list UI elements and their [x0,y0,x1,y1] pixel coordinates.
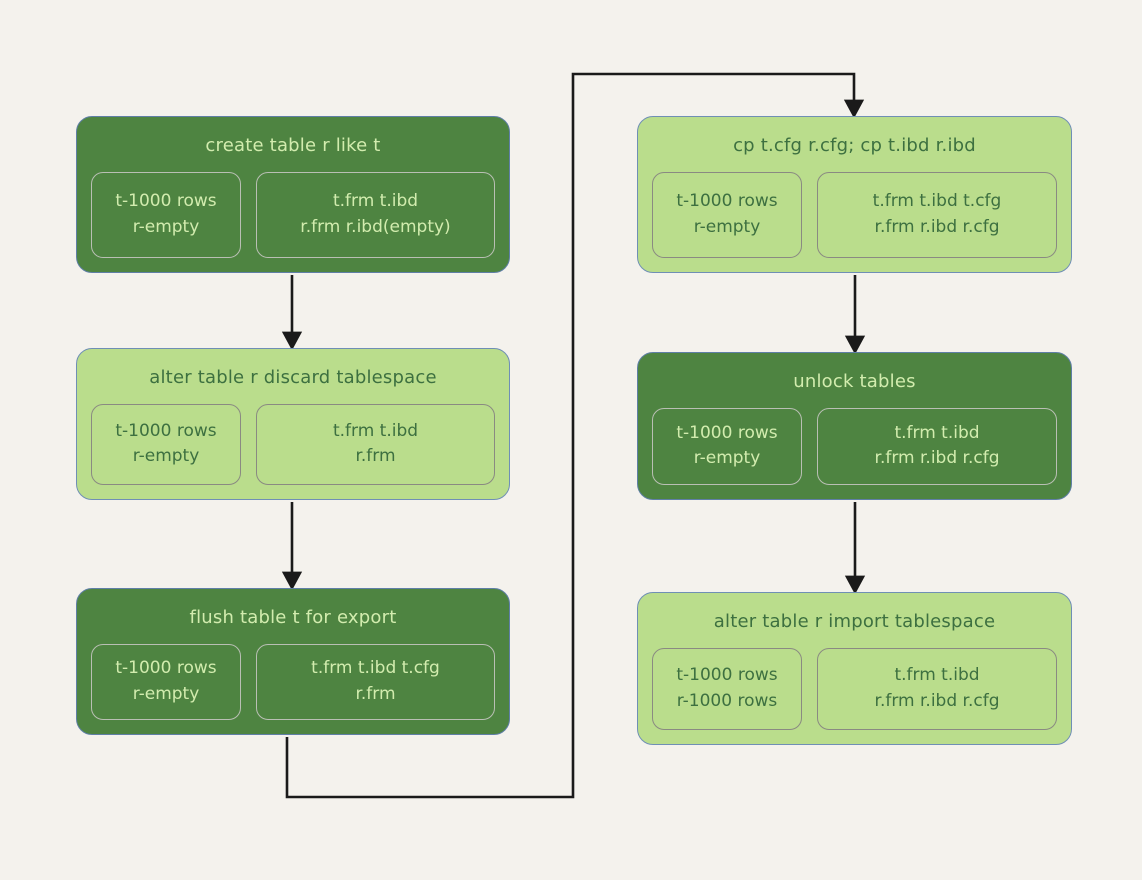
node-title: flush table t for export [189,607,397,628]
node-slots: t-1000 rows r-empty t.frm t.ibd t.cfg r.… [91,643,495,720]
slot-row-counts: t-1000 rows r-empty [91,403,241,485]
slot-line: r.frm r.ibd r.cfg [874,690,1000,711]
slot-line: r.frm [355,683,396,704]
slot-files: t.frm t.ibd r.frm r.ibd r.cfg [817,407,1057,485]
slot-line: t-1000 rows [115,420,217,441]
slot-line: t-1000 rows [115,658,217,679]
node-title: unlock tables [793,371,916,392]
node-slots: t-1000 rows r-empty t.frm t.ibd r.frm [91,403,495,485]
slot-line: r-empty [693,216,761,237]
slot-row-counts: t-1000 rows r-empty [91,643,241,720]
slot-line: r-empty [132,683,200,704]
slot-line: r-empty [132,446,200,467]
slot-line: t-1000 rows [115,191,217,212]
slot-line: t-1000 rows [676,422,778,443]
node-title: alter table r discard tablespace [149,367,437,388]
slot-files: t.frm t.ibd t.cfg r.frm r.ibd r.cfg [817,171,1057,258]
slot-line: t.frm t.ibd t.cfg [311,658,440,679]
node-cp-files[interactable]: cp t.cfg r.cfg; cp t.ibd r.ibd t-1000 ro… [637,116,1072,273]
node-slots: t-1000 rows r-empty t.frm t.ibd r.frm r.… [652,407,1057,485]
slot-line: t.frm t.ibd [332,191,419,212]
slot-line: t-1000 rows [676,191,778,212]
slot-files: t.frm t.ibd r.frm r.ibd r.cfg [817,647,1057,730]
slot-files: t.frm t.ibd r.frm [256,403,495,485]
node-slots: t-1000 rows r-empty t.frm t.ibd t.cfg r.… [652,171,1057,258]
slot-row-counts: t-1000 rows r-empty [652,171,802,258]
slot-row-counts: t-1000 rows r-1000 rows [652,647,802,730]
slot-line: t.frm t.ibd t.cfg [872,191,1002,212]
node-unlock-tables[interactable]: unlock tables t-1000 rows r-empty t.frm … [637,352,1072,500]
slot-line: r.frm r.ibd(empty) [300,216,451,237]
node-title: alter table r import tablespace [713,611,996,632]
slot-line: r.frm r.ibd r.cfg [874,448,1000,469]
node-title: cp t.cfg r.cfg; cp t.ibd r.ibd [733,135,976,156]
node-title: create table r like t [205,135,381,156]
slot-files: t.frm t.ibd r.frm r.ibd(empty) [256,171,495,258]
slot-line: r-1000 rows [676,690,778,711]
slot-row-counts: t-1000 rows r-empty [91,171,241,258]
node-discard-tablespace[interactable]: alter table r discard tablespace t-1000 … [76,348,510,500]
slot-line: r.frm [355,446,396,467]
node-flush-export[interactable]: flush table t for export t-1000 rows r-e… [76,588,510,735]
node-slots: t-1000 rows r-1000 rows t.frm t.ibd r.fr… [652,647,1057,730]
slot-files: t.frm t.ibd t.cfg r.frm [256,643,495,720]
slot-row-counts: t-1000 rows r-empty [652,407,802,485]
node-slots: t-1000 rows r-empty t.frm t.ibd r.frm r.… [91,171,495,258]
node-create-table[interactable]: create table r like t t-1000 rows r-empt… [76,116,510,273]
slot-line: r-empty [693,448,761,469]
slot-line: t.frm t.ibd [332,420,419,441]
slot-line: r-empty [132,216,200,237]
slot-line: t.frm t.ibd [894,422,980,443]
slot-line: t.frm t.ibd [894,665,980,686]
node-import-tablespace[interactable]: alter table r import tablespace t-1000 r… [637,592,1072,745]
slot-line: r.frm r.ibd r.cfg [874,216,1000,237]
slot-line: t-1000 rows [676,665,778,686]
